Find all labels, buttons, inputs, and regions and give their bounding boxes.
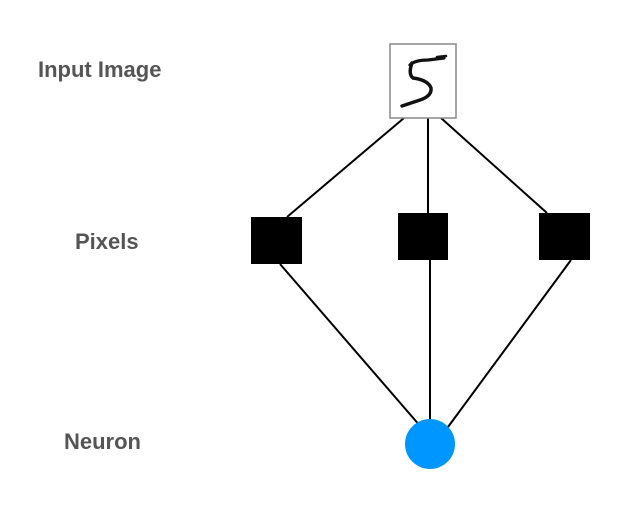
pixel-node: [539, 213, 590, 260]
edge-image-to-pixel-1: [286, 117, 405, 218]
neuron-node: [405, 419, 455, 469]
pixels-label: Pixels: [75, 229, 139, 254]
pixel-node: [398, 213, 448, 260]
input-image: [389, 43, 457, 119]
edge-pixel-3-to-neuron: [447, 259, 572, 428]
pixel-node: [251, 217, 302, 264]
digit-five-glyph: [400, 54, 448, 108]
input-image-label: Input Image: [38, 57, 162, 82]
edge-pixel-1-to-neuron: [279, 263, 422, 428]
edge-image-to-pixel-3: [440, 117, 548, 214]
neuron-label: Neuron: [64, 429, 141, 454]
